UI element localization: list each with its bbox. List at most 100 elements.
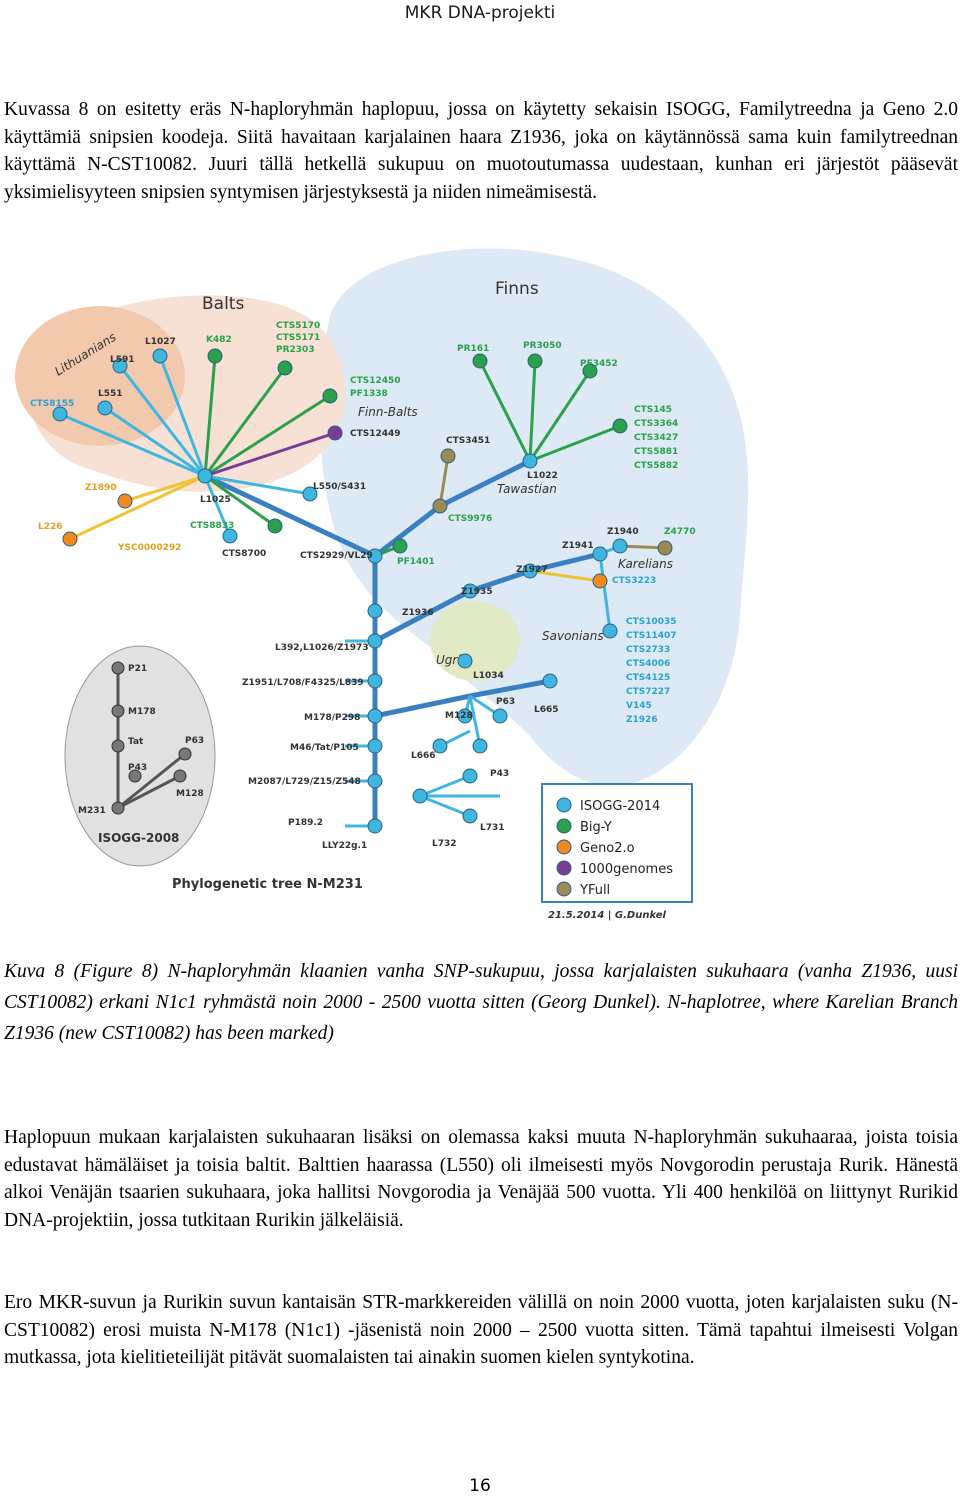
snp-label: CTS8700 (222, 549, 266, 559)
snp-label: CTS5882 (634, 461, 678, 471)
isogg2008-title: ISOGG-2008 (98, 831, 179, 845)
snp-label: L1027 (145, 337, 176, 347)
snp-label: Z1935 (461, 587, 493, 597)
page-number: 16 (469, 1476, 491, 1496)
tree-branches (203, 458, 601, 826)
finns-title: Finns (495, 279, 539, 299)
caption-english: N-haplotree, where Karelian Branch Z1936… (4, 992, 958, 1044)
snp-label: V145 (626, 701, 652, 711)
snp-label: Z1927 (516, 565, 548, 575)
snp-label: M178 (128, 707, 156, 717)
snp-label: PF1401 (397, 557, 435, 567)
isogg2008-region (64, 645, 216, 867)
savonians-title: Savonians (542, 629, 604, 643)
snp-label: PR161 (457, 344, 489, 354)
snp-label: L1025 (200, 495, 231, 505)
snp-label: M178/P298 (304, 713, 360, 723)
snp-label: M128 (445, 711, 473, 721)
snp-label: CTS11407 (626, 631, 677, 641)
snp-label: CTS5170 (276, 321, 320, 331)
isogg2008-nodes (111, 661, 192, 815)
snp-label: Z1951/L708/F4325/L839 (242, 678, 364, 688)
snp-label: P63 (496, 697, 515, 707)
snp-label: M2087/L729/Z15/Z548 (248, 777, 361, 787)
ugric-region (430, 601, 520, 681)
legend-item: Big-Y (580, 820, 612, 835)
snp-label: Z1890 (85, 483, 117, 493)
snp-label: CTS3427 (634, 433, 678, 443)
snp-label: PR2303 (276, 345, 315, 355)
snp-label: PR3050 (523, 341, 562, 351)
body-paragraph-3: Ero MKR-suvun ja Rurikin suvun kantaisän… (4, 1292, 958, 1368)
snp-label: P43 (128, 763, 147, 773)
snp-label: L666 (411, 751, 436, 761)
snp-label: CTS9976 (448, 514, 492, 524)
snp-label: CTS5171 (276, 333, 320, 343)
snp-label: Tat (128, 737, 144, 747)
snp-label: L591 (110, 355, 135, 365)
tree-title: Phylogenetic tree N-M231 (172, 877, 363, 892)
snp-label: CTS5881 (634, 447, 678, 457)
snp-label: CTS12450 (350, 376, 401, 386)
tree-diagram: Balts Finns Lithuanians Finn-Balts Tawas… (15, 248, 749, 921)
snp-label: L226 (38, 522, 63, 532)
legend-item: YFull (579, 883, 610, 898)
snp-label: P43 (490, 769, 509, 779)
karelians-title: Karelians (618, 557, 673, 571)
snp-label: CTS7227 (626, 687, 670, 697)
snp-label: L731 (480, 823, 505, 833)
snp-label: Z1926 (626, 715, 658, 725)
snp-label: CTS8155 (30, 399, 74, 409)
snp-label: PF3452 (580, 359, 618, 369)
snp-label: M128 (176, 789, 204, 799)
snp-label: Z4770 (664, 527, 696, 537)
snp-label: L665 (534, 705, 559, 715)
snp-label: Z1941 (562, 541, 594, 551)
snp-label: M231 (78, 806, 106, 816)
snp-label: Z1936 (402, 608, 434, 618)
snp-label: LLY22g.1 (322, 841, 367, 851)
balts-title: Balts (202, 294, 244, 314)
snp-label: M46/Tat/P105 (290, 743, 359, 753)
caption-finnish: Kuva 8 (Figure 8) N-haploryhmän klaanien… (4, 961, 958, 1013)
legend-item: Geno2.o (580, 841, 635, 856)
haplogroup-tree-figure: Balts Finns Lithuanians Finn-Balts Tawas… (0, 236, 960, 936)
snp-label: CTS8833 (190, 521, 234, 531)
snp-label: Z1940 (607, 527, 639, 537)
snp-label: L732 (432, 839, 457, 849)
snp-label: CTS10035 (626, 617, 677, 627)
tawastian-title: Tawastian (497, 482, 557, 496)
snp-label: CTS3223 (612, 576, 656, 586)
snp-label: CTS4125 (626, 673, 670, 683)
snp-label: CTS2929/VL29 (300, 551, 373, 561)
snp-label: CTS12449 (350, 429, 401, 439)
snp-label: YSC0000292 (117, 543, 181, 553)
snp-label: L550/S431 (313, 482, 366, 492)
finn-balts-title: Finn-Balts (358, 405, 418, 419)
figure-caption: Kuva 8 (Figure 8) N-haploryhmän klaanien… (4, 956, 958, 1049)
legend-item: ISOGG-2014 (580, 799, 660, 814)
tree-nodes (52, 348, 673, 834)
author-signature: 21.5.2014 | G.Dunkel (548, 910, 667, 921)
finns-region (319, 248, 749, 786)
snp-label: L1022 (527, 471, 558, 481)
snp-label: P21 (128, 664, 147, 674)
snp-label: CTS3451 (446, 436, 490, 446)
legend-item: 1000genomes (580, 862, 673, 877)
snp-label: CTS3364 (634, 419, 678, 429)
snp-label: CTS4006 (626, 659, 670, 669)
body-paragraph-2: Haplopuun mukaan karjalaisten sukuhaaran… (4, 1127, 958, 1231)
snp-label: L392,L1026/Z1973 (275, 643, 369, 653)
legend: ISOGG-2014 Big-Y Geno2.o 1000genomes YFu… (541, 783, 693, 903)
snp-label: L551 (98, 389, 123, 399)
snp-label: P63 (185, 736, 204, 746)
snp-label: CTS2733 (626, 645, 670, 655)
lithuanians-region (15, 306, 185, 446)
snp-label: L1034 (473, 671, 504, 681)
snp-label: P189.2 (288, 818, 323, 828)
snp-label: PF1338 (350, 389, 388, 399)
page-header: MKR DNA-projekti (404, 3, 556, 23)
intro-paragraph: Kuvassa 8 on esitetty eräs N-haploryhmän… (4, 99, 958, 203)
snp-label: CTS145 (634, 405, 672, 415)
snp-label: K482 (206, 335, 232, 345)
